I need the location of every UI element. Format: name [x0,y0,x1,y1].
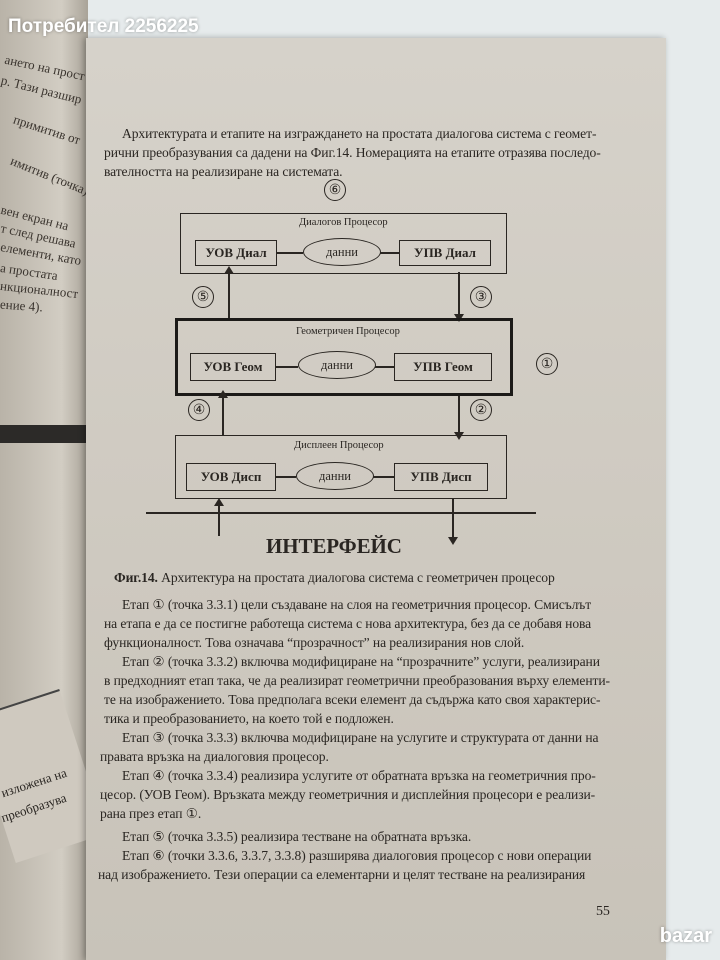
arrow-line [375,366,394,368]
arrow-line [373,476,394,478]
arrow-line [277,252,303,254]
left-page-line: примитив от [11,111,83,148]
book-page: Архитектурата и етапите на изграждането … [86,38,666,960]
arrow-down [449,499,457,545]
body-line: Етап ① (точка 3.3.1) цели създаване на с… [122,597,592,612]
geometric-processor-box: Геометричен Процесор УОВ Геом данни УПВ … [175,318,513,396]
body-line: Етап ② (точка 3.3.2) включва модифициран… [122,654,600,669]
display-processor-title: Дисплеен Процесор [294,440,384,451]
geometric-processor-title: Геометричен Процесор [296,326,400,337]
stage-2-marker: ② [470,399,492,421]
stage-4-marker: ④ [188,399,210,421]
intro-line: вателността на реализиране на системата. [104,164,343,179]
intro-line: рични преобразувания са дадени на Фиг.14… [104,145,601,160]
arrow-up [225,266,233,318]
intro-line: Архитектурата и етапите на изграждането … [122,126,597,141]
display-uov: УОВ Дисп [186,463,276,491]
body-line: Етап ④ (точка 3.3.4) реализира услугите … [122,768,596,783]
body-line: Етап ③ (точка 3.3.3) включва модифициран… [122,730,599,745]
body-line: на етапа е да се постигне работеща систе… [104,616,592,631]
stage-1-marker: ① [536,353,558,375]
geom-data: данни [298,351,376,379]
body-line: те на изображението. Това предполага все… [104,692,601,707]
body-line: функционалност. Това означава “прозрачно… [104,635,525,650]
left-page: ането на прост р. Тази разшир примитив о… [0,0,107,960]
display-upv: УПВ Дисп [394,463,488,491]
stage-5-marker: ⑤ [192,286,214,308]
arrow-line [276,476,296,478]
interface-label: ИНТЕРФЕЙС [266,534,402,558]
left-page-line: имитив (точка) [8,153,91,199]
dialog-data: данни [303,238,381,266]
body-line: Етап ⑤ (точка 3.3.5) реализира тестване … [122,829,472,844]
body-line: над изображението. Тези операции са елем… [98,867,586,882]
body-line: тика и преобразованието, на което той е … [104,711,394,726]
dialog-uov: УОВ Диал [195,240,277,266]
geom-uov: УОВ Геом [190,353,276,381]
dark-band [0,425,88,443]
stage-6-marker: ⑥ [324,179,346,201]
body-line: рана през етап ①. [100,806,202,821]
page-number: 55 [596,904,610,919]
figure-caption: Фиг.14. Архитектура на простата диалогов… [114,570,555,586]
body-line: цесор. (УОВ Геом). Връзката между геомет… [100,787,596,802]
body-line: правата връзка на диалоговия процесор. [100,749,329,764]
geom-upv: УПВ Геом [394,353,492,381]
arrow-up [215,498,223,536]
interface-line [146,512,536,514]
body-line: Етап ⑥ (точки 3.3.6, 3.3.7, 3.3.8) разши… [122,848,592,863]
caption-text: Архитектура на простата диалогова систем… [157,570,555,585]
arrow-up [219,390,227,436]
dialog-upv: УПВ Диал [399,240,491,266]
caption-label: Фиг.14. [114,570,158,585]
arrow-down [455,272,463,322]
body-line: в предходният етап така, че да реализира… [104,673,610,688]
left-page-line: ение 4). [0,296,44,315]
watermark: Потребител 2256225 [8,16,199,37]
display-data: данни [296,462,374,490]
arrow-line [276,366,298,368]
bazar-logo: bazar [659,925,712,947]
stage-3-marker: ③ [470,286,492,308]
dialog-processor-box: Диалогов Процесор УОВ Диал данни УПВ Диа… [180,213,507,274]
display-processor-box: Дисплеен Процесор УОВ Дисп данни УПВ Дис… [175,435,507,499]
arrow-down [455,396,463,440]
dialog-processor-title: Диалогов Процесор [299,217,388,228]
arrow-line [380,252,399,254]
